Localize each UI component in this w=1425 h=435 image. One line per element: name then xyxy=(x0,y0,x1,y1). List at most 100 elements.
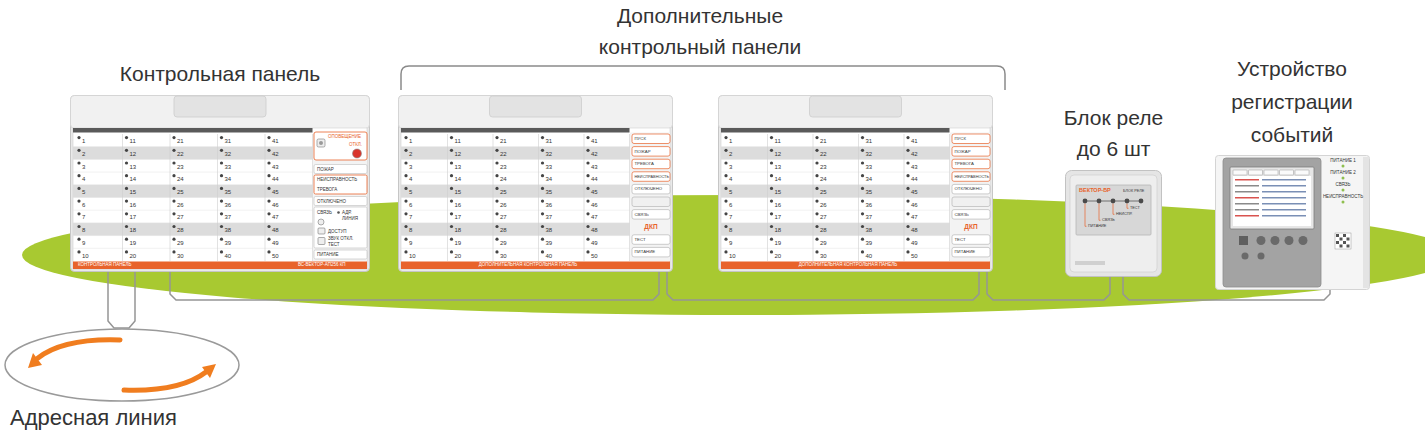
zone-number: 5 xyxy=(729,189,766,196)
button-label: ОПОВЕЩЕНИЕ xyxy=(328,134,366,140)
zone-number: 29 xyxy=(177,240,216,247)
zone-number: 38 xyxy=(866,227,903,234)
relay-block-art xyxy=(1065,170,1162,277)
zone-number: 49 xyxy=(911,240,948,247)
zone-number: 6 xyxy=(729,202,766,209)
zone-number: 24 xyxy=(500,176,537,183)
zone-number: 50 xyxy=(911,253,948,260)
button-label: ОТКЛЮЧЕНО xyxy=(955,186,989,192)
zone-number: 11 xyxy=(130,138,169,145)
zone-number: 14 xyxy=(775,176,812,183)
button-label: НЕИСПРАВНОСТЬ xyxy=(635,174,669,180)
zone-number: 46 xyxy=(591,202,628,209)
zone-number: 19 xyxy=(775,240,812,247)
zone-number: 31 xyxy=(225,138,264,145)
loop-caption: Адресная линия xyxy=(10,406,240,430)
panel-label: БЛОК РЕЛЕ xyxy=(1123,189,1150,194)
zone-number: 2 xyxy=(82,151,121,158)
zone-number: 14 xyxy=(130,176,169,183)
strip-label: ВС-ВЕКТОР-АП256 КП xyxy=(298,262,364,269)
strip-label: КОНТРОЛЬНАЯ ПАНЕЛЬ xyxy=(78,262,158,269)
zone-number: 33 xyxy=(546,164,583,171)
zone-number: 21 xyxy=(177,138,216,145)
brand-label: ВЕКТОР-БР xyxy=(1079,187,1121,194)
zone-number: 13 xyxy=(130,164,169,171)
zone-number: 13 xyxy=(775,164,812,171)
zone-number: 28 xyxy=(500,227,537,234)
device-heading: Устройство регистрации событий xyxy=(1207,52,1377,151)
zone-number: 6 xyxy=(409,202,446,209)
button-label: ДОСТУП xyxy=(328,229,364,235)
zone-number: 20 xyxy=(775,253,812,260)
zone-number: 30 xyxy=(500,253,537,260)
zone-number: 15 xyxy=(455,189,492,196)
button-label: НЕИСПРАВНОСТЬ xyxy=(955,174,989,180)
zone-number: 49 xyxy=(591,240,628,247)
zone-number: 33 xyxy=(225,164,264,171)
indicator-label: СВЯЗЬ xyxy=(317,210,339,216)
zone-number: 3 xyxy=(729,164,766,171)
indicator-label: ПИТАНИЕ xyxy=(317,252,365,258)
relay-block: Блок реле до 6 штВЕКТОР-БРБЛОК РЕЛЕТЕСТН… xyxy=(1065,170,1162,277)
zone-number: 30 xyxy=(820,253,857,260)
zone-number: 35 xyxy=(225,189,264,196)
zone-number: 47 xyxy=(911,214,948,221)
address-line-loop: Адресная линия xyxy=(2,326,242,404)
button-label: СВЯЗЬ xyxy=(635,212,669,218)
zone-number: 38 xyxy=(546,227,583,234)
group-heading: Дополнительные контрольный панели xyxy=(575,0,825,62)
zone-number: 18 xyxy=(775,227,812,234)
zone-number: 38 xyxy=(225,227,264,234)
zone-number: 42 xyxy=(911,151,948,158)
zone-number: 25 xyxy=(500,189,537,196)
zone-number: 4 xyxy=(409,176,446,183)
button-label: ЗВУК ОТКЛ. ТЕСТ xyxy=(328,236,365,247)
zone-number: 1 xyxy=(729,138,766,145)
zone-number: 12 xyxy=(775,151,812,158)
zone-number: 40 xyxy=(225,253,264,260)
zone-number: 3 xyxy=(409,164,446,171)
zone-number: 24 xyxy=(177,176,216,183)
extra-control-panel: 1234567891011121314151617181920212223242… xyxy=(398,95,673,272)
button-label: ПУСК xyxy=(635,136,669,142)
zone-number: 29 xyxy=(820,240,857,247)
indicator-label: НЕИСПР. xyxy=(1116,212,1142,217)
zone-number: 17 xyxy=(455,214,492,221)
zone-number: 29 xyxy=(500,240,537,247)
zone-number: 37 xyxy=(866,214,903,221)
zone-number: 44 xyxy=(911,176,948,183)
zone-number: 10 xyxy=(82,253,121,260)
zone-number: 8 xyxy=(409,227,446,234)
control-panel: Контрольная панель1234567891011121314151… xyxy=(70,95,370,272)
zone-number: 9 xyxy=(82,240,121,247)
zone-number: 46 xyxy=(911,202,948,209)
zone-number: 37 xyxy=(225,214,264,221)
zone-number: 32 xyxy=(225,151,264,158)
zone-number: 11 xyxy=(455,138,492,145)
zone-number: 2 xyxy=(729,151,766,158)
event-recorder-art xyxy=(1215,155,1370,290)
zone-number: 41 xyxy=(591,138,628,145)
zone-number: 18 xyxy=(130,227,169,234)
zone-number: 6 xyxy=(82,202,121,209)
zone-number: 37 xyxy=(546,214,583,221)
zone-number: 32 xyxy=(866,151,903,158)
zone-number: 25 xyxy=(177,189,216,196)
zone-number: 41 xyxy=(911,138,948,145)
bus-connector xyxy=(667,272,979,300)
zone-number: 17 xyxy=(130,214,169,221)
zone-number: 20 xyxy=(455,253,492,260)
zone-number: 24 xyxy=(820,176,857,183)
zone-number: 26 xyxy=(500,202,537,209)
zone-number: 27 xyxy=(500,214,537,221)
zone-number: 21 xyxy=(500,138,537,145)
zone-number: 23 xyxy=(177,164,216,171)
zone-number: 8 xyxy=(729,227,766,234)
indicator-label: ОТКЛЮЧЕНО xyxy=(317,199,365,205)
zone-number: 20 xyxy=(130,253,169,260)
button-label: ОТКЛ. xyxy=(349,142,366,148)
device-heading: Контрольная панель xyxy=(70,59,370,89)
zone-number: 18 xyxy=(455,227,492,234)
zone-number: 7 xyxy=(729,214,766,221)
indicator-label: НЕИСПРАВНОСТЬ xyxy=(317,177,365,183)
